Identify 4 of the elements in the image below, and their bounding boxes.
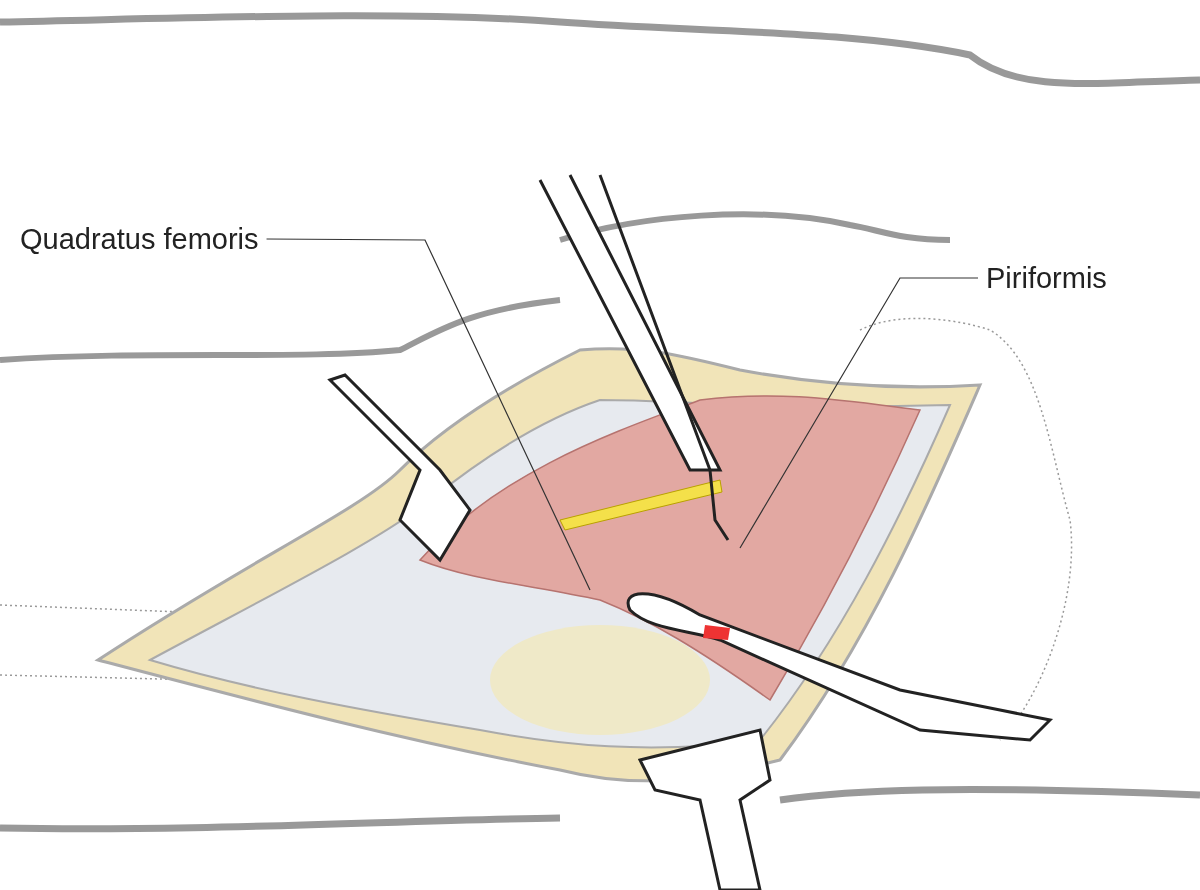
leader-line (265, 238, 591, 591)
leader-line (739, 277, 979, 549)
part-label: Quadratus femoris (20, 222, 259, 256)
part-label: Piriformis (986, 261, 1107, 295)
